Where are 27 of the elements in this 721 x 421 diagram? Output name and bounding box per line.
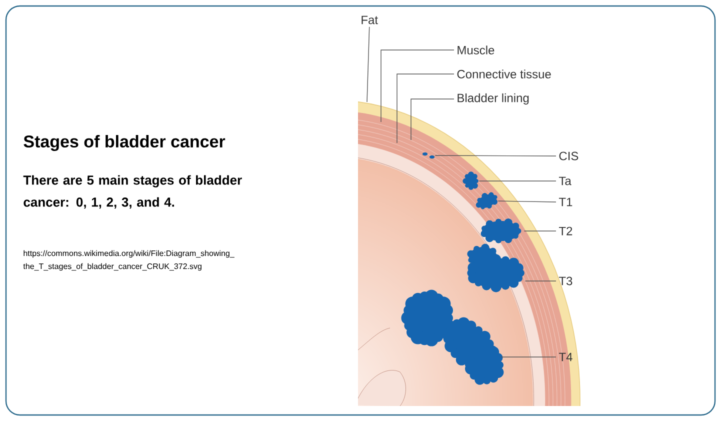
tumour <box>422 152 435 159</box>
part-label: Muscle <box>458 46 494 54</box>
leader-line <box>396 74 454 144</box>
part-label: Ta <box>558 176 572 186</box>
part-label: T3 <box>558 276 572 286</box>
tumour <box>462 172 478 190</box>
leader-line <box>434 155 556 156</box>
tumour <box>476 192 498 210</box>
part-label: T1 <box>558 198 572 206</box>
part-label: CIS <box>559 152 578 160</box>
description: There are 5 main stages of bladder cancer: 0, 1, 2, 3, and 4. <box>23 175 242 209</box>
leader-line <box>380 50 454 122</box>
tumour <box>401 290 504 385</box>
tumour <box>467 244 524 292</box>
part-label: Connective tissue <box>457 70 551 78</box>
title: Stages of bladder cancer <box>24 135 226 151</box>
part-label: T4 <box>558 352 572 362</box>
part-label: T2 <box>558 226 572 236</box>
leader-line <box>500 356 556 358</box>
tumour <box>480 218 522 244</box>
part-label: Bladder lining <box>458 93 529 105</box>
leader-line <box>478 180 556 182</box>
leader-line <box>366 26 370 102</box>
leader-line <box>410 98 454 140</box>
source-url: https://commons.wikimedia.org/wiki/File:Diagram_showing_the_T_stages_of_bladder_cancer_CRUK_372.svg <box>23 250 234 271</box>
leader-line <box>498 200 556 202</box>
part-label: Fat <box>362 16 378 24</box>
